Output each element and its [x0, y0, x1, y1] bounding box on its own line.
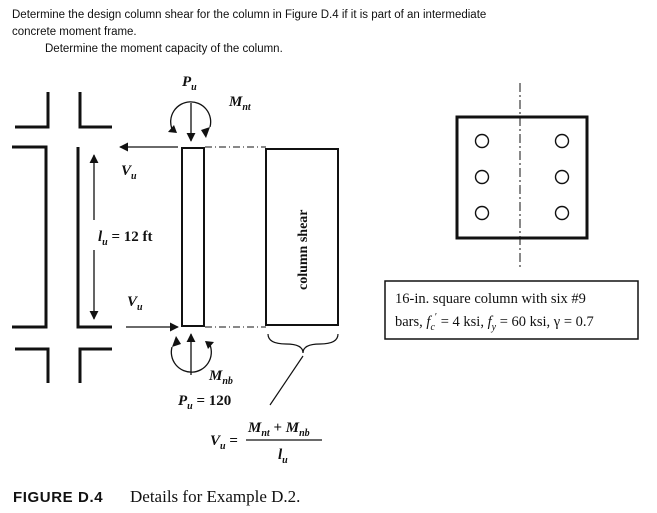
- top-load-moment-icon: [168, 101, 212, 142]
- clear-height-label: lu = 12 ft: [98, 229, 153, 248]
- frame-outline: [12, 92, 112, 383]
- rebar-circle: [554, 169, 570, 185]
- formula-lhs: Vu =: [210, 433, 238, 452]
- column-cross-section: [455, 83, 589, 267]
- vu-bottom-label: Vu: [127, 294, 143, 313]
- pu-top-label: Pu: [182, 74, 197, 93]
- figure-caption-text: Details for Example D.2.: [130, 487, 300, 506]
- column-shear-diagram: [265, 148, 339, 326]
- rebar-circle: [474, 169, 490, 185]
- rebar-circle: [554, 205, 570, 221]
- question-line-3: Determine the moment capacity of the col…: [45, 43, 283, 55]
- section-note-box: [384, 280, 639, 340]
- formula-numerator: Mnt + Mnb: [247, 420, 310, 439]
- bottom-load-moment-icon: [170, 333, 214, 375]
- mnt-label: Mnt: [228, 94, 252, 113]
- shear-brace: [267, 333, 339, 354]
- shear-formula: Vu = Mnt + Mnb lu: [210, 420, 322, 466]
- question-line-2: concrete moment frame.: [12, 26, 137, 38]
- vu-top-label: Vu: [121, 163, 137, 182]
- section-note-line-2: bars, fc′ = 4 ksi, fy = 60 ksi, γ = 0.7: [395, 312, 594, 333]
- reinforcing-bars: [474, 133, 570, 221]
- rebar-circle: [474, 133, 490, 149]
- rebar-circle: [474, 205, 490, 221]
- rebar-circle: [554, 133, 570, 149]
- figure-caption-label: FIGURE D.4: [13, 489, 103, 506]
- leader-line: [269, 355, 304, 406]
- section-note-line-1: 16-in. square column with six #9: [395, 291, 586, 307]
- column-element: [181, 147, 205, 327]
- section-note: 16-in. square column with six #9 bars, f…: [395, 291, 594, 333]
- column-shear-label: column shear: [296, 210, 311, 291]
- formula-denominator: lu: [278, 447, 288, 466]
- mnb-label: Mnb: [208, 368, 233, 387]
- pu-bottom-label: Pu = 120: [178, 393, 231, 412]
- question-line-1: Determine the design column shear for th…: [12, 9, 487, 21]
